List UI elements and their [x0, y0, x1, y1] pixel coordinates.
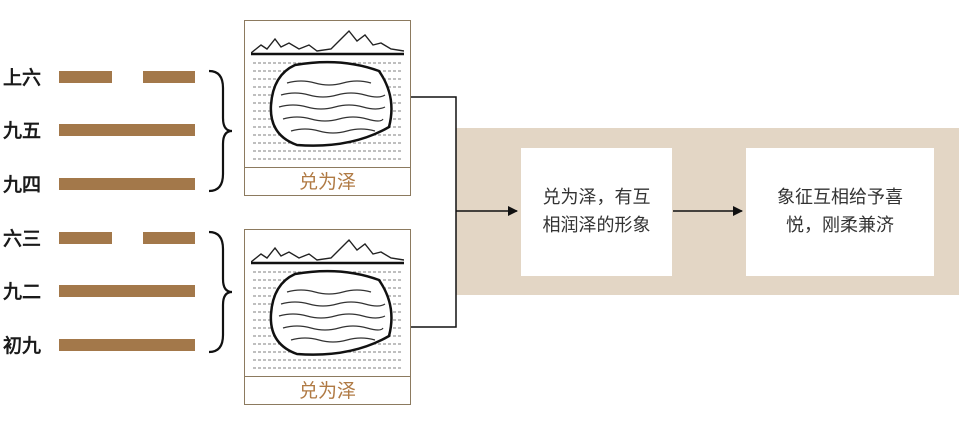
line-label-nine-two: 九二: [3, 281, 42, 303]
line-label-nine-four: 九四: [3, 174, 42, 196]
line-label-initial-nine: 初九: [3, 335, 42, 357]
upper-trigram-caption: 兑为泽: [298, 171, 356, 193]
yin-line-three-right: [143, 232, 195, 244]
trigram-divider: [245, 167, 410, 168]
yang-line-two: [59, 285, 195, 297]
yin-line-top-right: [143, 71, 195, 83]
yang-line-initial: [59, 339, 195, 351]
lake-image: [251, 29, 404, 160]
trigram-divider: [245, 376, 410, 377]
yang-line-five: [59, 124, 195, 136]
meaning-box: 兑为泽，有互相润泽的形象: [521, 148, 672, 276]
lake-image: [251, 238, 404, 369]
symbolism-text: 象征互相给予喜悦，刚柔兼济: [777, 187, 903, 236]
line-label-top-six: 上六: [3, 67, 42, 89]
symbolism-box: 象征互相给予喜悦，刚柔兼济: [746, 148, 934, 276]
line-label-six-three: 六三: [3, 228, 42, 250]
yin-line-top-left: [59, 71, 112, 83]
upper-brace: [208, 69, 233, 193]
meaning-text: 兑为泽，有互相润泽的形象: [542, 187, 651, 236]
yang-line-four: [59, 178, 195, 190]
connector-bracket: [411, 96, 457, 328]
line-label-nine-five: 九五: [3, 120, 42, 142]
upper-trigram-card: 兑为泽: [244, 20, 411, 196]
lower-trigram-caption: 兑为泽: [298, 380, 356, 402]
yin-line-three-left: [59, 232, 112, 244]
lower-brace: [208, 230, 233, 354]
lower-trigram-card: 兑为泽: [244, 229, 411, 405]
